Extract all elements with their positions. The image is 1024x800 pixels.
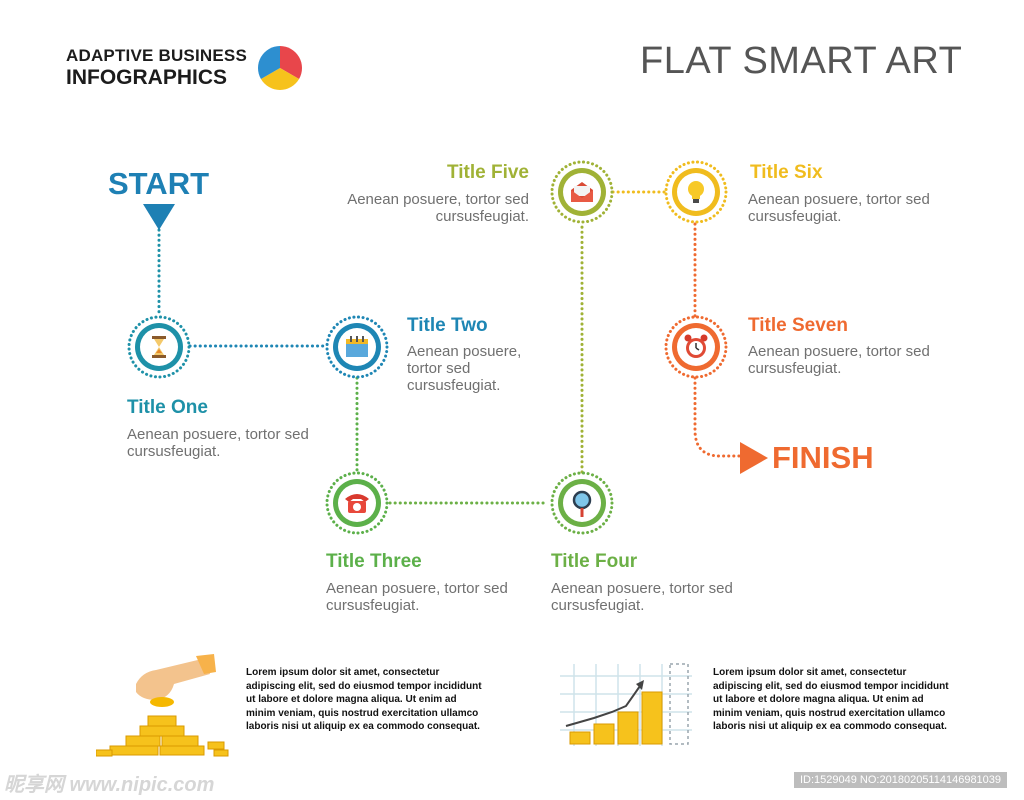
step-title-4: Title Four [551,551,638,572]
step-node-1 [127,315,191,384]
calendar-icon [325,315,389,379]
telephone-icon [325,471,389,535]
step-title-5: Title Five [446,162,529,183]
step-desc-5: Aenean posuere, tortor sed cursusfeugiat… [347,191,529,225]
step-node-6 [664,160,728,229]
pie-logo-icon [258,46,302,90]
step-desc-7: Aenean posuere, tortor sed cursusfeugiat… [748,343,930,377]
step-title-3: Title Three [326,551,422,572]
lightbulb-icon [664,160,728,224]
step-desc-4: Aenean posuere, tortor sed cursusfeugiat… [551,580,733,614]
step-title-7: Title Seven [748,315,848,336]
step-title-6: Title Six [750,162,823,183]
hourglass-icon [127,315,191,379]
watermark-left: 昵享网 www.nipic.com [4,774,215,796]
brand-line-2: INFOGRAPHICS [66,66,228,89]
step-node-2 [325,315,389,384]
step-desc-1: Aenean posuere, tortor sed cursusfeugiat… [127,426,309,460]
footer-text-right: Lorem ipsum dolor sit amet, consectetur … [713,667,949,733]
magnifier-icon [550,471,614,535]
step-title-2: Title Two [407,315,488,336]
alarm-clock-icon [664,315,728,379]
step-title-1: Title One [127,397,208,418]
step-desc-2: Aenean posuere, tortor sed cursusfeugiat… [407,343,522,394]
growth-chart-icon [560,663,692,746]
brand-line-1: ADAPTIVE BUSINESS [66,46,247,65]
step-desc-6: Aenean posuere, tortor sed cursusfeugiat… [748,191,930,225]
envelope-icon [550,160,614,224]
step-node-7 [664,315,728,384]
page-title: FLAT SMART ART [640,40,963,82]
footer-text-left: Lorem ipsum dolor sit amet, consectetur … [246,667,482,733]
watermark-id: ID:1529049 NO:20180205114146981039 [794,772,1008,788]
start-label: START [108,166,210,201]
step-node-5 [550,160,614,229]
step-desc-3: Aenean posuere, tortor sed cursusfeugiat… [326,580,508,614]
step-node-4 [550,471,614,540]
coins-hand-icon [96,654,229,757]
step-node-3 [325,471,389,540]
finish-label: FINISH [772,440,874,475]
